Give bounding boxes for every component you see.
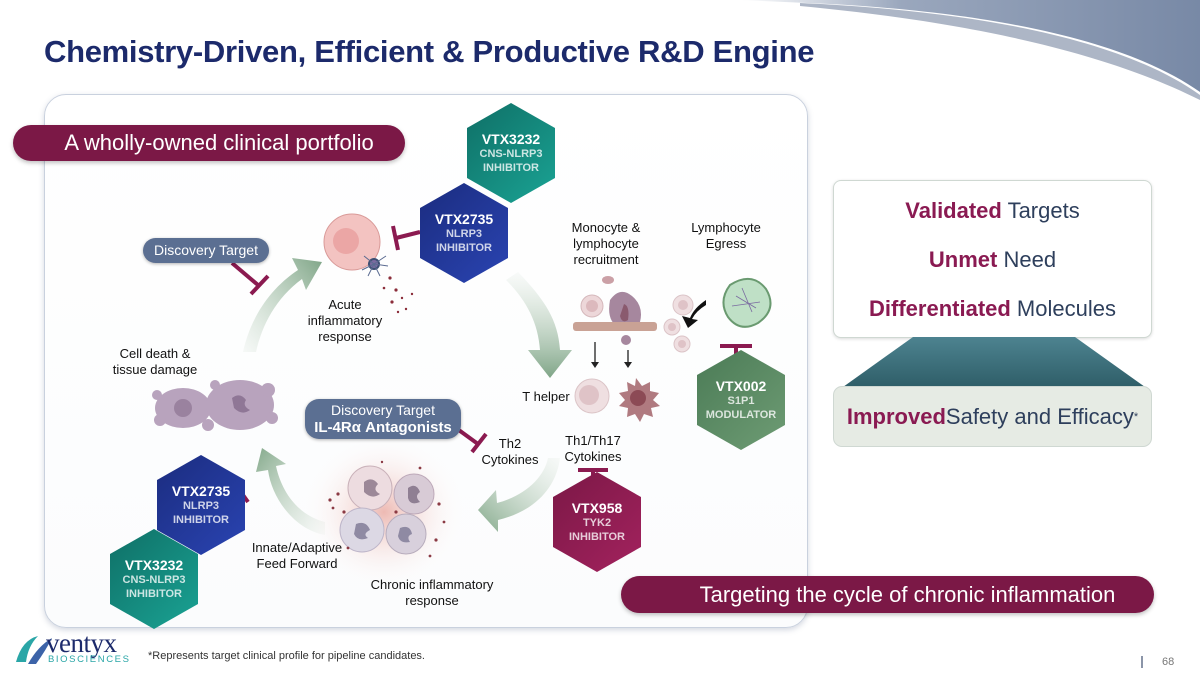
page-number: 68 — [1162, 656, 1175, 668]
discovery-target-il4ra-pill: Discovery Target IL-4Rα Antagonists — [305, 399, 461, 439]
logo-subtitle: BIOSCIENCES — [48, 654, 131, 665]
corner-swoosh-decoration — [740, 0, 1200, 100]
page-number-divider — [1141, 656, 1143, 668]
candidate-hex-vtx2735-lower: VTX2735 NLRP3 INHIBITOR — [157, 455, 245, 555]
label-chronic-inflammatory-response: Chronic inflammatory response — [370, 577, 494, 608]
candidate-mechanism: INHIBITOR — [568, 531, 626, 543]
logo-wordmark: ventyx — [46, 628, 117, 658]
candidate-mechanism: INHIBITOR — [435, 242, 493, 254]
candidate-mechanism: INHIBITOR — [172, 514, 230, 526]
candidate-code: VTX2735 — [171, 483, 231, 499]
portfolio-banner: A wholly-owned clinical portfolio — [13, 125, 405, 161]
il4ra-antagonists-label: IL-4Rα Antagonists — [314, 419, 452, 436]
value-pyramid-bottom: Improved Safety and Efficacy* — [833, 386, 1152, 447]
label-lymphocyte-egress: Lymphocyte Egress — [691, 220, 761, 251]
pyramid-line-unmet-need: Unmet Need — [928, 246, 1057, 272]
label-t-helper: T helper — [522, 389, 570, 404]
footnote: *Represents target clinical profile for … — [148, 650, 425, 662]
ventyx-logo-mark-icon — [16, 636, 52, 664]
candidate-target: CNS-NLRP3 — [479, 148, 543, 160]
candidate-mechanism: MODULATOR — [705, 409, 777, 421]
value-pyramid-top: Validated Targets Unmet Need Differentia… — [833, 180, 1152, 338]
pyramid-line-differentiated-molecules: Differentiated Molecules — [869, 295, 1116, 321]
discovery-target-label: Discovery Target — [153, 242, 258, 258]
candidate-hex-vtx002: VTX002 S1P1 MODULATOR — [697, 350, 785, 450]
label-cell-death-tissue-damage: Cell death & tissue damage — [112, 346, 198, 377]
page-title: Chemistry-Driven, Efficient & Productive… — [44, 34, 815, 69]
candidate-code: VTX958 — [571, 500, 623, 516]
discovery-target-label: Discovery Target — [330, 402, 435, 418]
candidate-target: S1P1 — [727, 395, 755, 407]
pyramid-line-validated-targets: Validated Targets — [905, 198, 1080, 224]
candidate-mechanism: INHIBITOR — [125, 588, 183, 600]
label-th1-th17-cytokines: Th1/Th17 Cytokines — [564, 433, 622, 464]
candidate-target: NLRP3 — [445, 228, 483, 240]
candidate-mechanism: INHIBITOR — [482, 162, 540, 174]
candidate-target: TYK2 — [582, 517, 612, 529]
label-innate-adaptive-feed-forward: Innate/Adaptive Feed Forward — [251, 540, 343, 571]
candidate-code: VTX002 — [715, 378, 767, 394]
candidate-hex-vtx3232-lower: VTX3232 CNS-NLRP3 INHIBITOR — [110, 529, 198, 629]
candidate-hex-vtx958: VTX958 TYK2 INHIBITOR — [553, 472, 641, 572]
label-acute-inflammatory-response: Acute inflammatory response — [307, 297, 383, 344]
candidate-code: VTX3232 — [124, 557, 184, 573]
candidate-target: CNS-NLRP3 — [122, 574, 186, 586]
cycle-banner: Targeting the cycle of chronic inflammat… — [621, 576, 1154, 613]
candidate-code: VTX2735 — [434, 211, 494, 227]
label-th2-cytokines: Th2 Cytokines — [481, 436, 539, 467]
pyramid-connector — [843, 337, 1145, 387]
label-monocyte-recruitment: Monocyte & lymphocyte recruitment — [571, 220, 641, 267]
candidate-code: VTX3232 — [481, 131, 541, 147]
discovery-target-pill: Discovery Target — [143, 238, 269, 263]
candidate-target: NLRP3 — [182, 500, 220, 512]
